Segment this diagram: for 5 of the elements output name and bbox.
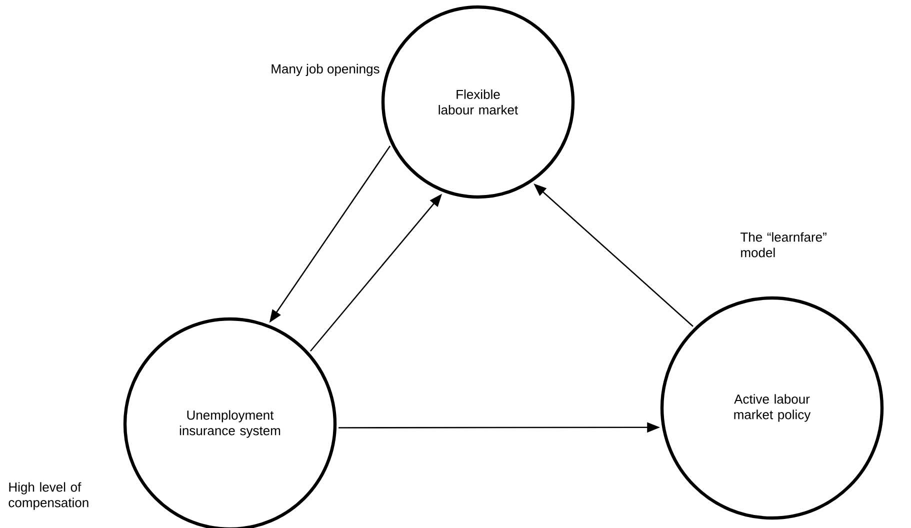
beside-text: Many job openings — [272, 64, 380, 76]
beside-text: High level of compensation — [8, 482, 88, 510]
beside-text: The “learnfare” model — [740, 232, 826, 258]
circle-node: Flexible labour market — [381, 5, 575, 199]
circle-node: Active labour market policy — [660, 296, 884, 520]
